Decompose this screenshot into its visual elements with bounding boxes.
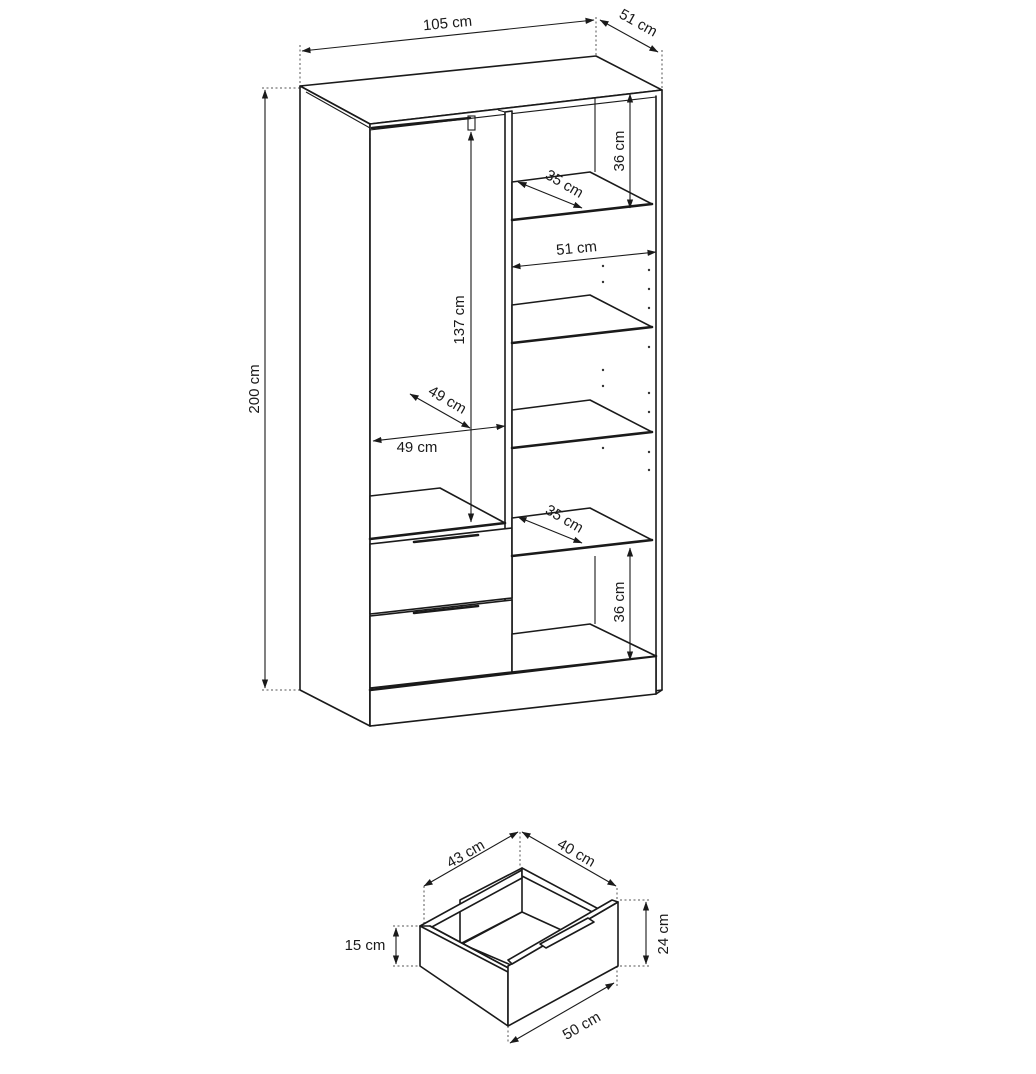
dim-line-shelf-depth-top — [517, 181, 583, 209]
label-shelf-gap-bottom: 36 cm — [611, 582, 628, 623]
wardrobe-left-side-panel — [299, 85, 371, 727]
drawer-handle-icon — [539, 917, 595, 949]
dim-line-drawer-front-width — [509, 982, 615, 1044]
wardrobe-drawing: 105 cm 51 cm 200 cm 137 cm 49 cm 49 cm 3… — [246, 6, 663, 727]
label-drawer-side-height: 15 cm — [345, 937, 386, 954]
dim-line-compartment-depth — [409, 393, 471, 429]
label-wardrobe-depth: 51 cm — [616, 6, 660, 41]
label-drawer-front-width: 50 cm — [560, 1009, 604, 1044]
label-drawer-back-width: 40 cm — [554, 836, 598, 871]
label-drawer-front-height: 24 cm — [655, 914, 672, 955]
dim-line-inner-width — [511, 249, 657, 270]
dim-line-drawer-side — [423, 831, 519, 887]
dim-line-compartment-width — [372, 423, 506, 444]
dim-line-shelf-depth-bottom — [517, 516, 583, 544]
dim-line-drawer-back — [521, 831, 617, 887]
label-drawer-side-length: 43 cm — [444, 837, 488, 872]
dim-line-depth — [599, 19, 659, 53]
drawer-front-lower — [369, 599, 513, 689]
label-wardrobe-height: 200 cm — [246, 364, 263, 413]
label-wardrobe-width: 105 cm — [422, 13, 473, 35]
drawer-drawing: 43 cm 40 cm 15 cm 24 cm 50 cm — [345, 831, 672, 1044]
label-compartment-width: 49 cm — [397, 439, 438, 456]
drawer-front-upper — [369, 527, 513, 615]
hanging-rail-icon — [370, 116, 472, 130]
label-shelf-gap-top: 36 cm — [611, 131, 628, 172]
label-inner-width: 51 cm — [555, 238, 597, 259]
label-hanging-height: 137 cm — [451, 295, 468, 344]
dim-line-width — [301, 17, 595, 54]
